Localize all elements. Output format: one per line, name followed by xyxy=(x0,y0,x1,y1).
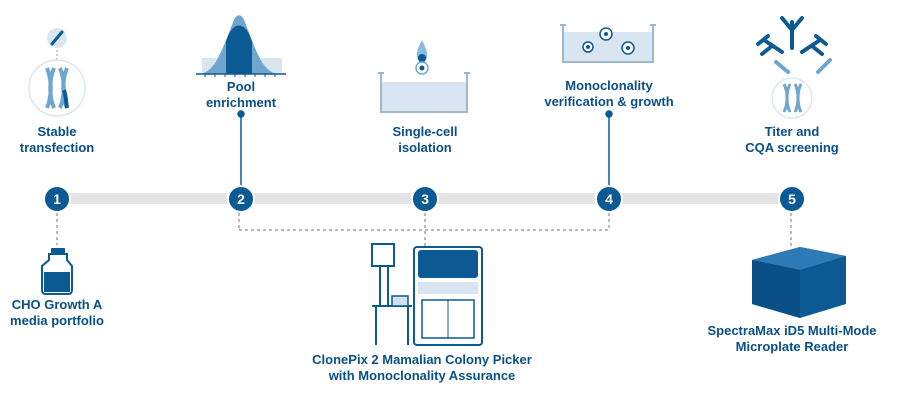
step-2-line2: enrichment xyxy=(205,95,277,110)
step-5-line1: Titer and xyxy=(764,124,820,139)
step-4-marker: 4 xyxy=(595,185,623,213)
step-2-marker: 2 xyxy=(227,185,255,213)
media-bottle-icon xyxy=(41,248,73,295)
step-1-label: Stable transfection xyxy=(7,124,107,156)
step-1-line1: Stable xyxy=(37,124,77,139)
antibody-icon xyxy=(756,16,832,74)
product-clonepix-label: ClonePix 2 Mamalian Colony Picker with M… xyxy=(300,352,544,384)
distribution-icon xyxy=(196,15,286,77)
step-3-line1: Single-cell xyxy=(392,124,458,139)
chromosome-icon xyxy=(771,77,813,119)
step-4-line1: Monoclonality xyxy=(565,78,653,93)
product-media-line1: CHO Growth A xyxy=(11,297,103,312)
step-2-label: Pool enrichment xyxy=(186,79,296,111)
product-media-line2: media portfolio xyxy=(10,313,104,328)
step-1-line2: transfection xyxy=(19,140,95,155)
product-clonepix-line1: ClonePix 2 Mamalian Colony Picker xyxy=(312,352,532,367)
product-spectramax-line1: SpectraMax iD5 Multi-Mode xyxy=(707,323,877,338)
step-4-line2: verification & growth xyxy=(544,94,674,109)
clonepix-instrument-icon xyxy=(371,243,483,346)
spectramax-reader-icon xyxy=(752,247,846,404)
step-3-line2: isolation xyxy=(398,140,452,155)
product-clonepix-line2: with Monoclonality Assurance xyxy=(328,368,516,383)
product-spectramax-label: SpectraMax iD5 Multi-Mode Microplate Rea… xyxy=(700,323,884,355)
single-cell-drop-icon xyxy=(378,40,470,113)
step-5-marker: 5 xyxy=(778,185,806,213)
colony-well-icon xyxy=(560,24,656,63)
pin-lines xyxy=(237,110,613,186)
step-3-marker: 3 xyxy=(411,185,439,213)
step-1-marker: 1 xyxy=(43,185,71,213)
transfection-icon xyxy=(28,28,86,117)
step-2-line1: Pool xyxy=(226,79,256,94)
product-spectramax-line2: Microplate Reader xyxy=(735,339,849,354)
step-3-label: Single-cell isolation xyxy=(370,124,480,156)
dashed-connectors xyxy=(56,213,792,250)
product-media-label: CHO Growth A media portfolio xyxy=(2,297,112,329)
step-5-line2: CQA screening xyxy=(745,140,839,155)
step-5-label: Titer and CQA screening xyxy=(730,124,854,156)
step-4-label: Monoclonality verification & growth xyxy=(538,78,680,110)
